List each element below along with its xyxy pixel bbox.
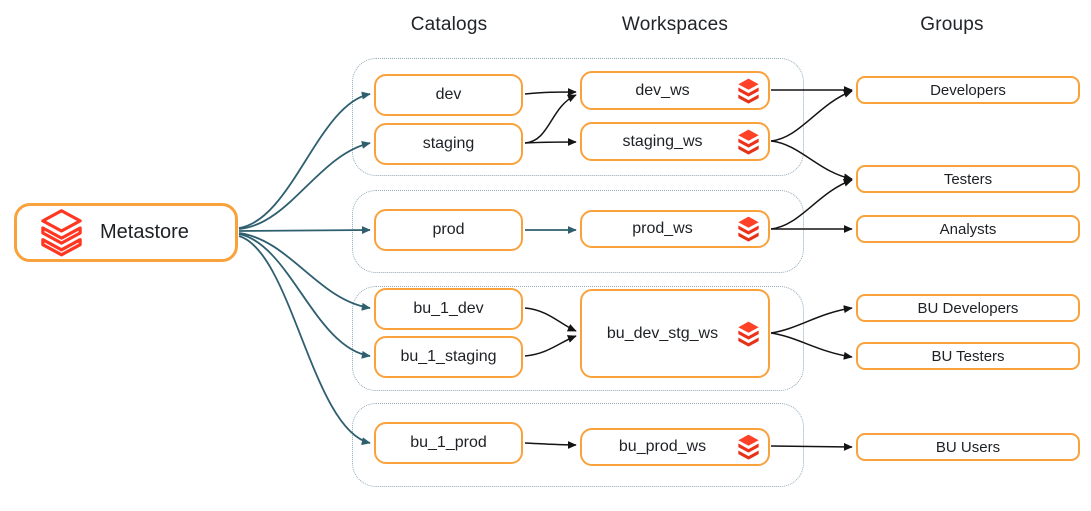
- databricks-logo-icon: [738, 129, 759, 155]
- catalog-node-dev: dev: [374, 74, 523, 116]
- workspace-label: bu_prod_ws: [618, 438, 707, 455]
- cluster-bu-prod: [352, 403, 804, 487]
- catalog-node-prod: prod: [374, 209, 523, 251]
- group-label: Developers: [930, 81, 1006, 99]
- catalog-label: bu_1_dev: [413, 300, 484, 317]
- catalog-node-staging: staging: [374, 123, 523, 165]
- group-node-analysts: Analysts: [856, 215, 1080, 243]
- edge-metastore-bu-1-prod: [238, 235, 371, 446]
- databricks-logo-icon: [738, 434, 759, 460]
- edge-metastore-dev: [238, 91, 371, 229]
- groups-column-header: Groups: [920, 14, 984, 35]
- edge-metastore-bu-1-staging: [238, 233, 371, 359]
- databricks-outline-logo-icon: [41, 208, 82, 256]
- workspace-label: bu_dev_stg_ws: [606, 324, 719, 342]
- workspace-label: dev_ws: [635, 81, 690, 99]
- workspace-node-bu-prod-ws: bu_prod_ws: [580, 428, 770, 466]
- databricks-logo-icon: [738, 78, 759, 104]
- catalog-label: prod: [432, 221, 465, 238]
- catalog-node-bu-1-prod: bu_1_prod: [374, 422, 523, 464]
- workspace-label: prod_ws: [632, 220, 693, 237]
- catalog-label: staging: [422, 135, 475, 152]
- workspace-node-staging-ws: staging_ws: [580, 122, 770, 161]
- edge-metastore-bu-1-dev: [238, 232, 371, 311]
- edge-metastore-staging: [238, 140, 371, 230]
- group-node-bu-developers: BU Developers: [856, 294, 1080, 322]
- workspace-label: staging_ws: [622, 132, 703, 150]
- edge-metastore-prod: [238, 226, 371, 235]
- metastore-label: Metastore: [100, 221, 189, 243]
- workspace-node-dev-ws: dev_ws: [580, 71, 770, 110]
- catalog-label: bu_1_prod: [410, 434, 487, 451]
- group-node-bu-testers: BU Testers: [856, 342, 1080, 370]
- group-label: BU Users: [935, 438, 1001, 456]
- catalog-node-bu-1-staging: bu_1_staging: [374, 336, 523, 378]
- workspace-node-prod-ws: prod_ws: [580, 210, 770, 248]
- databricks-logo-icon: [738, 216, 759, 242]
- workspace-node-bu-dev-stg-ws: bu_dev_stg_ws: [580, 289, 770, 378]
- group-node-bu-users: BU Users: [856, 433, 1080, 461]
- catalog-label: dev: [435, 86, 462, 103]
- catalog-node-bu-1-dev: bu_1_dev: [374, 288, 523, 330]
- catalog-label: bu_1_staging: [400, 348, 497, 365]
- workspaces-column-header: Workspaces: [621, 14, 729, 35]
- group-node-developers: Developers: [856, 76, 1080, 104]
- metastore-node: Metastore: [14, 203, 238, 262]
- group-label: BU Testers: [931, 347, 1005, 365]
- group-label: Testers: [943, 170, 993, 188]
- group-label: BU Developers: [917, 299, 1019, 317]
- group-label: Analysts: [939, 220, 997, 238]
- group-node-testers: Testers: [856, 165, 1080, 193]
- databricks-logo-icon: [738, 321, 759, 347]
- catalogs-column-header: Catalogs: [410, 14, 488, 35]
